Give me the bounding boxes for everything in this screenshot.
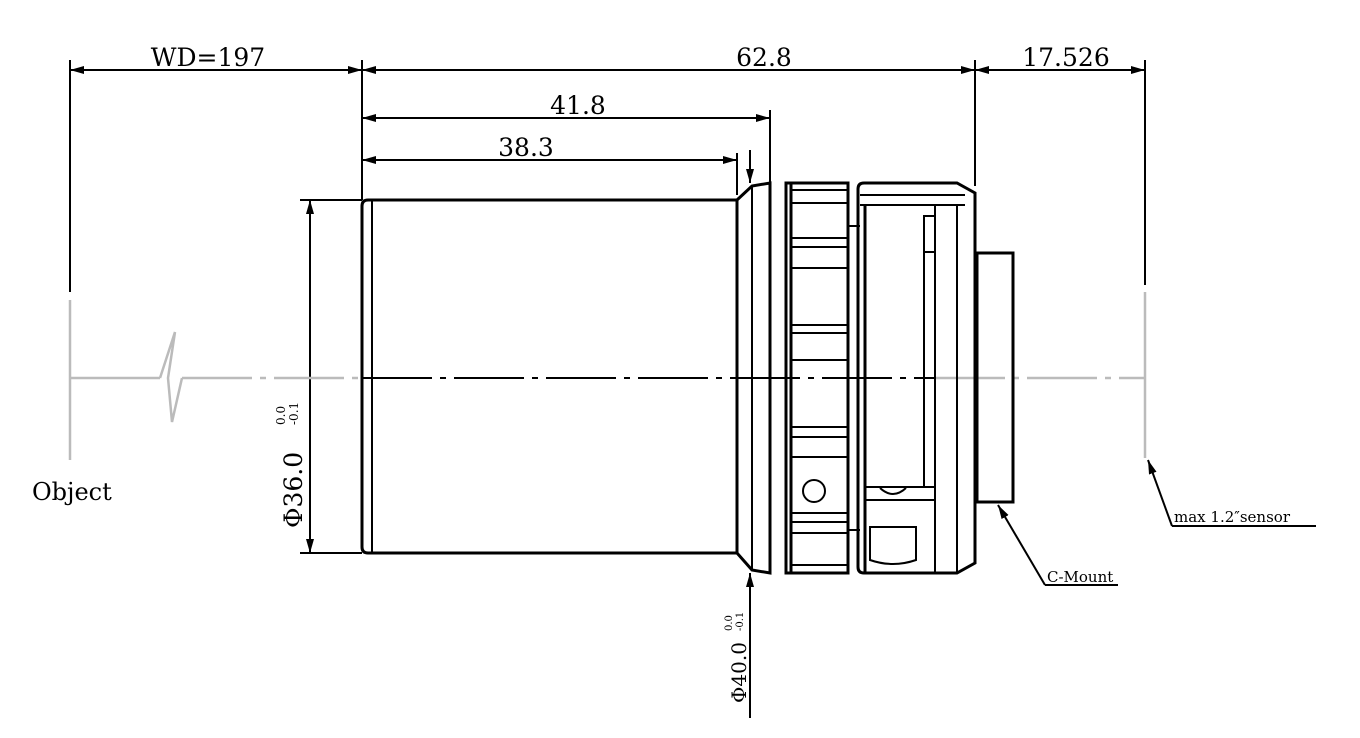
back-focal-dimension: 17.526 (1022, 43, 1109, 72)
overall-length-dimension: 62.8 (736, 43, 792, 72)
object-label: Object (32, 478, 112, 506)
ring-tol-upper: 0.0 (724, 615, 735, 631)
barrel-length-dimension: 38.3 (498, 133, 554, 162)
optical-axis (70, 331, 1145, 423)
sensor-label: max 1.2″sensor (1174, 508, 1291, 526)
leaders (997, 459, 1316, 586)
c-mount-label: C-Mount (1047, 568, 1113, 586)
screw-hole (802, 479, 826, 503)
barrel-diameter-dimension: Φ36.0 (279, 452, 308, 528)
ring-tol-lower: -0.1 (735, 612, 746, 631)
ring-diameter-dimension: Φ40.0 (727, 642, 751, 703)
ring-length-dimension: 41.8 (550, 91, 606, 120)
extension-lines (68, 60, 1147, 554)
wd-dimension: WD=197 (151, 43, 265, 72)
lens-body (360, 181, 1015, 575)
barrel-tol-upper: 0.0 (274, 406, 288, 425)
barrel-tol-lower: -0.1 (287, 402, 301, 425)
dimension-lines (70, 66, 1145, 718)
